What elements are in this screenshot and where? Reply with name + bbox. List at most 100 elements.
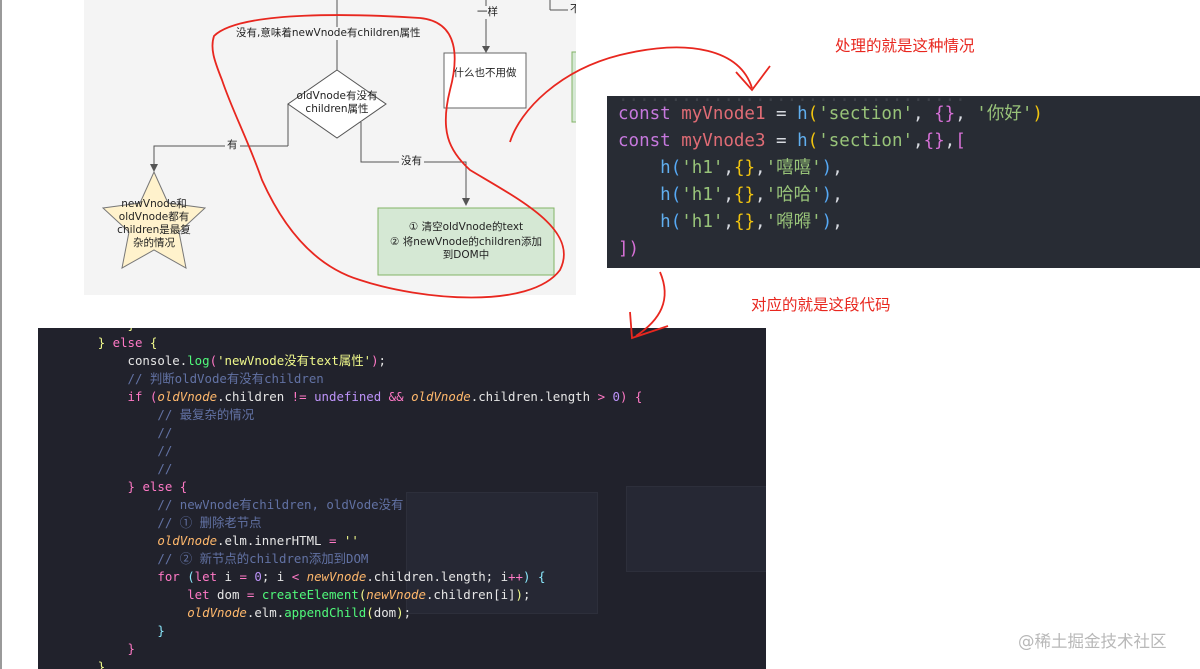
code-top-token: 'h1' <box>681 158 724 178</box>
code-bottom-token: { <box>179 479 188 494</box>
code-bottom-line: } else { <box>38 334 158 352</box>
code-top-line: ]) <box>618 236 639 263</box>
code-top-token: {} <box>733 212 756 232</box>
code-bottom-token <box>627 389 634 404</box>
code-top-token: , <box>913 104 935 124</box>
code-bottom-token: // <box>38 425 173 440</box>
code-bottom-token <box>530 569 537 584</box>
code-bottom-token: != <box>291 389 307 404</box>
code-bottom-token: ( <box>366 605 374 620</box>
code-top-token: 'h1' <box>681 212 724 232</box>
code-bottom-token: { <box>537 569 546 584</box>
code-top-token: ) <box>821 185 833 205</box>
code-bottom-line: } else { <box>38 478 188 496</box>
code-bottom-line: // <box>38 442 172 460</box>
code-top-token: , <box>755 185 766 205</box>
code-top-token: , <box>832 185 843 205</box>
code-bottom-token: newVnode <box>366 587 426 602</box>
code-top-token: {} <box>733 185 756 205</box>
code-bottom-token: else <box>105 335 150 350</box>
code-bottom-token: ) <box>619 389 628 404</box>
code-top-token: = <box>765 131 798 151</box>
code-bottom-token: '' <box>343 533 359 548</box>
code-bottom-token: // 最复杂的情况 <box>38 407 255 422</box>
code-bottom-token <box>38 605 187 620</box>
label-no: 没有 <box>399 155 424 169</box>
code-bottom-token: appendChild <box>284 605 367 620</box>
box-do-nothing <box>443 52 527 109</box>
edge-diamond-to-star <box>153 145 288 170</box>
code-bottom-token: dom <box>209 587 247 602</box>
code-top-token: , <box>755 212 766 232</box>
code-bottom-token: } <box>127 479 135 494</box>
code-top-token: h <box>660 158 671 178</box>
code-bottom-token: ( <box>187 569 195 584</box>
code-bottom-token: < <box>291 569 300 584</box>
code-bottom-line: console.log('newVnode没有text属性'); <box>38 352 386 370</box>
code-bottom-token: = <box>246 587 255 602</box>
code-top-token: h <box>660 185 671 205</box>
code-bottom-line: // ① 删除老节点 <box>38 514 261 532</box>
code-top-line-partial-bottom: ........................ <box>618 257 871 268</box>
code-bottom-line: let dom = createElement(newVnode.childre… <box>38 586 530 604</box>
label-same: 一样 <box>475 6 500 20</box>
code-top-token: '嘚嘚' <box>765 212 822 232</box>
code-bottom-token: undefined <box>314 389 382 404</box>
flowchart-panel: 一样 不 没有,意味着newVnode有children属性 oldVnode有… <box>84 0 576 295</box>
code-bottom-line: // <box>38 424 172 442</box>
code-bottom-token: if <box>38 389 150 404</box>
label-top-right-cut: 不 <box>568 3 576 17</box>
left-edge-rule <box>0 0 2 669</box>
code-bottom-token: let <box>38 587 210 602</box>
code-top-token: ]) <box>618 239 640 259</box>
arrowhead-green <box>462 198 470 206</box>
code-bottom-token: 0 <box>612 389 620 404</box>
code-top-line: h('h1',{},'嘚嘚'), <box>618 209 843 236</box>
green-box-line2: ② 将newVnode的children添加到DOM中 <box>390 236 542 262</box>
code-bottom-token: oldVnode <box>157 533 218 548</box>
code-bottom-token: } <box>128 328 135 332</box>
code-bottom-token: .children.length; i <box>366 569 509 584</box>
code-bottom-token <box>38 479 128 494</box>
code-top-token: ( <box>807 104 819 124</box>
code-bottom-token: ( <box>149 389 158 404</box>
code-top-token: ) <box>821 212 833 232</box>
code-bottom-token <box>336 533 343 548</box>
code-top-token: = <box>765 104 798 124</box>
code-top-token: 'h1' <box>681 185 724 205</box>
label-no-children-attr: 没有,意味着newVnode有children属性 <box>234 27 423 41</box>
code-bottom-token: console. <box>38 353 188 368</box>
code-bottom-line: oldVnode.elm.innerHTML = '' <box>38 532 359 550</box>
code-top-token: ( <box>670 212 682 232</box>
code-top-token: 'section' <box>818 131 914 151</box>
star-most-complex <box>101 170 207 269</box>
code-top-line: const myVnode1 = h('section', {}, '你好') <box>618 101 1043 128</box>
code-bottom-token <box>605 389 612 404</box>
code-bottom-token: let <box>194 569 218 584</box>
annotation-bottom-note: 对应的就是这段代码 <box>751 296 891 314</box>
code-bottom-line: for (let i = 0; i < newVnode.children.le… <box>38 568 545 586</box>
code-bottom-token: ) <box>523 569 531 584</box>
code-bottom-token: ) <box>515 587 523 602</box>
code-top-token <box>618 212 660 232</box>
code-top-token: h <box>797 104 808 124</box>
code-bottom-token: = <box>239 569 247 584</box>
star-label: newVnode和oldVnode都有children是最复杂的情况 <box>117 198 191 250</box>
code-top-token: myVnode1 <box>681 104 766 124</box>
arrowhead-do-nothing <box>482 46 490 53</box>
code-bottom-token: ) <box>371 353 379 368</box>
code-bottom-token <box>38 659 98 669</box>
code-bottom-token: { <box>149 335 158 350</box>
code-bottom-token: // ② 新节点的children添加到DOM <box>38 551 369 566</box>
code-top-token: h <box>797 131 808 151</box>
code-top-token: , <box>832 158 843 178</box>
code-top-token: h <box>660 212 671 232</box>
code-top-line: h('h1',{},'哈哈'), <box>618 182 843 209</box>
box-right-cut-green <box>571 51 576 123</box>
code-bottom-token: .children.length <box>470 389 598 404</box>
code-top-token: , <box>755 158 766 178</box>
code-bottom-line: oldVnode.elm.appendChild(dom); <box>38 604 411 622</box>
code-top-token: const <box>618 131 682 151</box>
code-top-token: 'section' <box>818 104 914 124</box>
code-top-token: , <box>723 212 734 232</box>
